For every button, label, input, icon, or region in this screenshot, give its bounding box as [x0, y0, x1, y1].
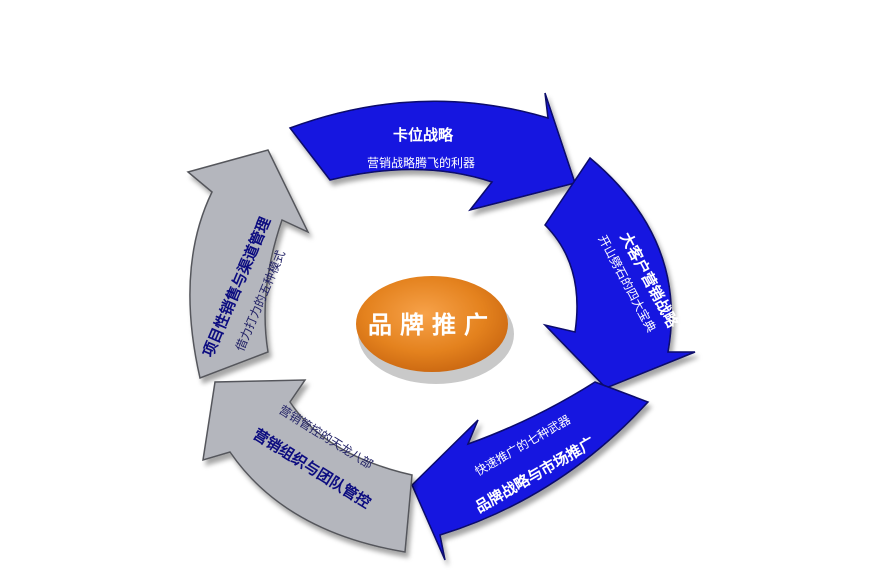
center-badge-label: 品牌推广	[368, 311, 496, 339]
arrow-shape-positioning	[288, 92, 576, 212]
arrow-shape-project-sales	[186, 149, 310, 380]
arrow-shape-sales-org	[202, 379, 413, 553]
arrow-sales-org-team: 营销管控的天龙八部 营销组织与团队管控	[202, 379, 413, 553]
arrow-shape-key-account	[542, 156, 696, 389]
center-badge-ellipse	[356, 276, 508, 372]
center-badge: 品牌推广	[356, 276, 514, 384]
arrow-subtitle-positioning: 营销战略腾飞的利器	[367, 155, 475, 170]
arrow-shape-brand-market	[411, 381, 650, 561]
arrow-title-positioning: 卡位战略	[393, 126, 454, 144]
arrow-brand-market-promotion: 快速推广的七种武器 品牌战略与市场推广	[411, 381, 650, 561]
arrow-key-account-strategy: 大客户营销战略 开山劈石的四大宝典	[542, 156, 696, 389]
arrow-project-sales-channel: 项目性销售与渠道管理 借力打力的五种模式	[186, 149, 310, 380]
arrow-positioning-strategy: 卡位战略 营销战略腾飞的利器	[288, 92, 576, 212]
